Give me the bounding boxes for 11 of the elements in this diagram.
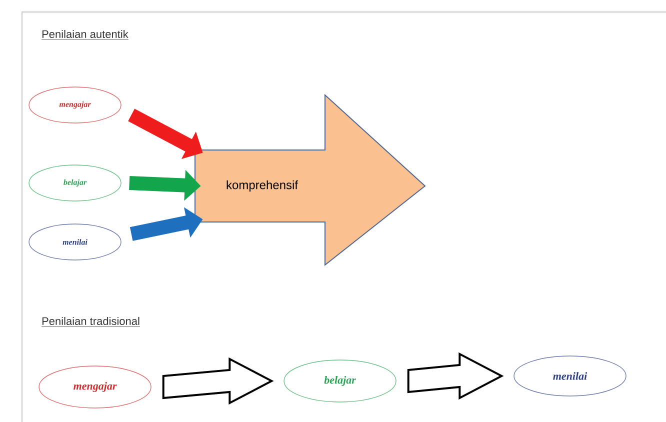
ellipse-node: mengajar <box>28 86 122 124</box>
ellipse-node: belajar <box>284 360 396 402</box>
ellipse-node: menilai <box>514 356 626 396</box>
arrow-label: komprehensif <box>226 180 298 192</box>
heading: Penilaian tradisional <box>41 316 140 327</box>
ellipse-node: mengajar <box>38 366 152 408</box>
arrow <box>162 357 274 405</box>
ellipse-node: belajar <box>28 164 122 202</box>
heading: Penilaian autentik <box>41 30 129 40</box>
arrow <box>407 352 504 400</box>
ellipse-node: menilai <box>28 224 122 260</box>
